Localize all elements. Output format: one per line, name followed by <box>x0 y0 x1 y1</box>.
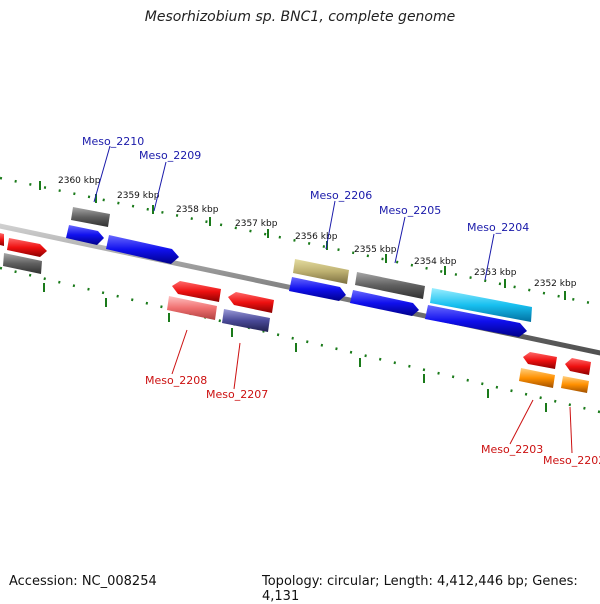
gene-meso-2206[interactable] <box>289 259 349 301</box>
gene-meso-2205[interactable] <box>350 272 425 316</box>
kbp-label: 2358 kbp <box>176 205 219 215</box>
kbp-labels: 2360 kbp 2359 kbp 2358 kbp 2357 kbp 2356… <box>58 176 577 289</box>
gene-meso-2209[interactable] <box>106 235 179 264</box>
major-ticks-upper <box>39 181 566 300</box>
gene-label-meso-2205[interactable]: Meso_2205 <box>379 204 441 217</box>
gene-feature-partial[interactable] <box>0 233 47 274</box>
kbp-label: 2354 kbp <box>414 257 457 267</box>
accession-text: Accession: NC_008254 <box>9 574 157 589</box>
gene-leaders <box>93 145 573 454</box>
gene-meso-2208[interactable] <box>167 281 221 320</box>
gene-label-meso-2209[interactable]: Meso_2209 <box>139 149 201 162</box>
gene-label-meso-2207[interactable]: Meso_2207 <box>206 388 268 401</box>
kbp-label: 2357 kbp <box>235 219 278 229</box>
gene-label-meso-2206[interactable]: Meso_2206 <box>310 189 372 202</box>
major-ticks-lower <box>43 283 547 412</box>
kbp-label: 2360 kbp <box>58 176 101 186</box>
gene-meso-2203[interactable] <box>519 352 557 388</box>
map-title: Mesorhizobium sp. BNC1, complete genome <box>144 9 456 25</box>
kbp-label: 2353 kbp <box>474 268 517 278</box>
gene-label-meso-2203[interactable]: Meso_2203 <box>481 443 543 456</box>
kbp-label: 2352 kbp <box>534 279 577 289</box>
gene-label-meso-2204[interactable]: Meso_2204 <box>467 221 529 234</box>
gene-meso-2202[interactable] <box>561 358 591 393</box>
gene-label-meso-2208[interactable]: Meso_2208 <box>145 374 207 387</box>
gene-meso-2204[interactable] <box>425 288 532 337</box>
tick-track-upper <box>0 176 600 307</box>
kbp-label: 2355 kbp <box>354 245 397 255</box>
kbp-label: 2356 kbp <box>295 232 338 242</box>
gene-label-meso-2202[interactable]: Meso_2202 <box>543 454 600 467</box>
gene-label-meso-2210[interactable]: Meso_2210 <box>82 135 144 148</box>
gene-meso-2210[interactable] <box>66 207 110 245</box>
gene-meso-2207[interactable] <box>222 292 274 332</box>
kbp-label: 2359 kbp <box>117 191 160 201</box>
gene-labels: Meso_2210 Meso_2209 Meso_2206 Meso_2205 … <box>82 135 600 467</box>
